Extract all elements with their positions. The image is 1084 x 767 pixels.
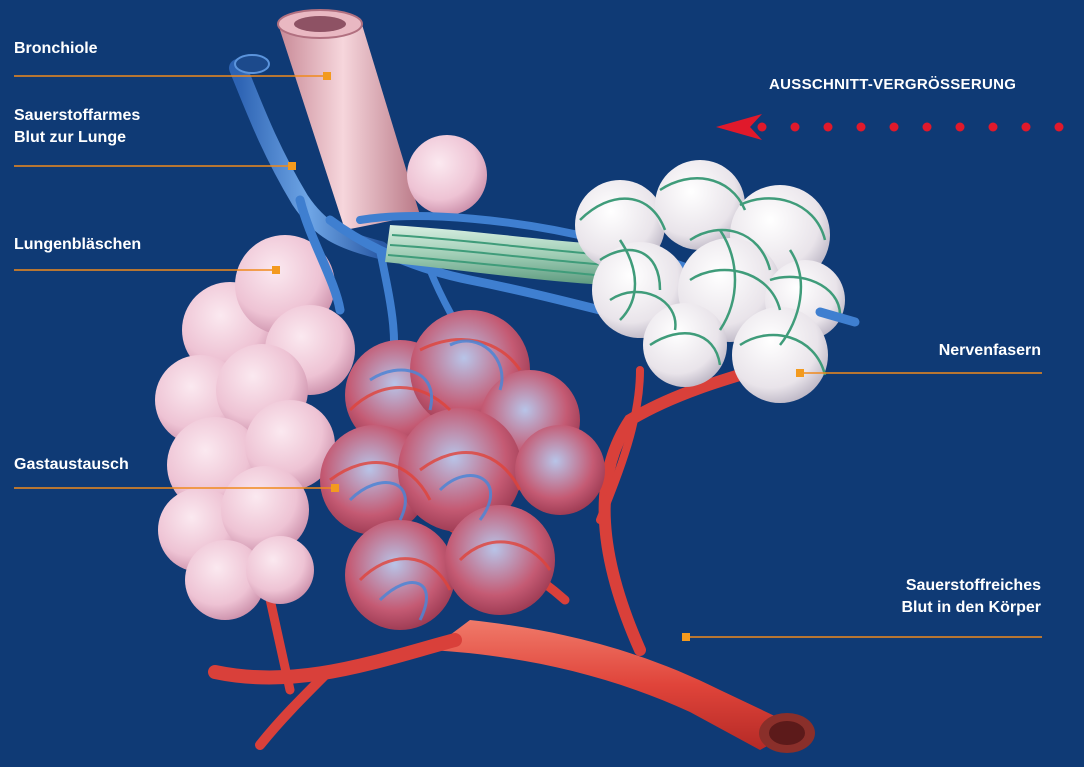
label-oxygenated-blood-line2: Blut in den Körper bbox=[901, 597, 1041, 619]
label-oxygenated-blood: Sauerstoffreiches Blut in den Körper bbox=[901, 575, 1041, 619]
label-oxygenated-blood-line1: Sauerstoffreiches bbox=[901, 575, 1041, 597]
label-alveoli: Lungenbläschen bbox=[14, 234, 141, 256]
nerve-covered-alveoli bbox=[575, 160, 855, 403]
capillary-network bbox=[320, 310, 605, 630]
label-deoxygenated-blood: Sauerstoffarmes Blut zur Lunge bbox=[14, 105, 140, 149]
label-deoxygenated-blood-line1: Sauerstoffarmes bbox=[14, 105, 140, 127]
label-deoxygenated-blood-line2: Blut zur Lunge bbox=[14, 127, 140, 149]
label-alveoli-text: Lungenbläschen bbox=[14, 234, 141, 256]
label-bronchiole: Bronchiole bbox=[14, 38, 98, 60]
zoom-arrow bbox=[716, 114, 1064, 140]
alveolus-cluster-top bbox=[407, 135, 487, 215]
label-gas-exchange: Gastaustausch bbox=[14, 454, 129, 476]
label-gas-exchange-text: Gastaustausch bbox=[14, 454, 129, 476]
label-nerve-fibers: Nervenfasern bbox=[939, 340, 1041, 362]
label-bronchiole-text: Bronchiole bbox=[14, 38, 98, 60]
alveoli-cluster bbox=[155, 235, 355, 620]
zoom-detail-title: AUSSCHNITT-VERGRÖSSERUNG bbox=[769, 76, 1016, 93]
label-nerve-fibers-text: Nervenfasern bbox=[939, 340, 1041, 362]
